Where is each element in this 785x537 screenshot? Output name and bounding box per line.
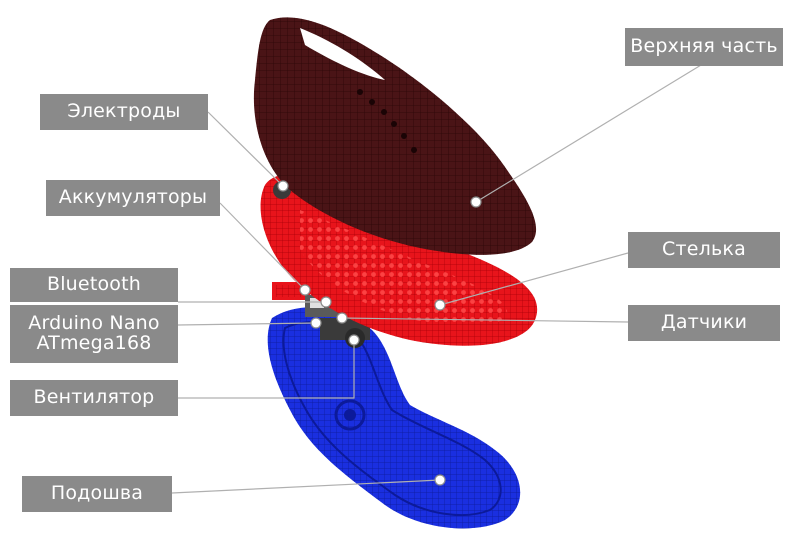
label-sole: Подошва: [22, 476, 172, 512]
label-bluetooth: Bluetooth: [10, 268, 178, 302]
label-upper: Верхняя часть: [625, 28, 783, 66]
label-sensors: Датчики: [628, 305, 780, 341]
label-batteries: Аккумуляторы: [46, 180, 220, 216]
label-fan: Вентилятор: [10, 380, 178, 416]
label-insole: Стелька: [628, 232, 780, 268]
label-electrodes: Электроды: [40, 94, 208, 130]
label-arduino: Arduino Nano ATmega168: [10, 305, 178, 363]
